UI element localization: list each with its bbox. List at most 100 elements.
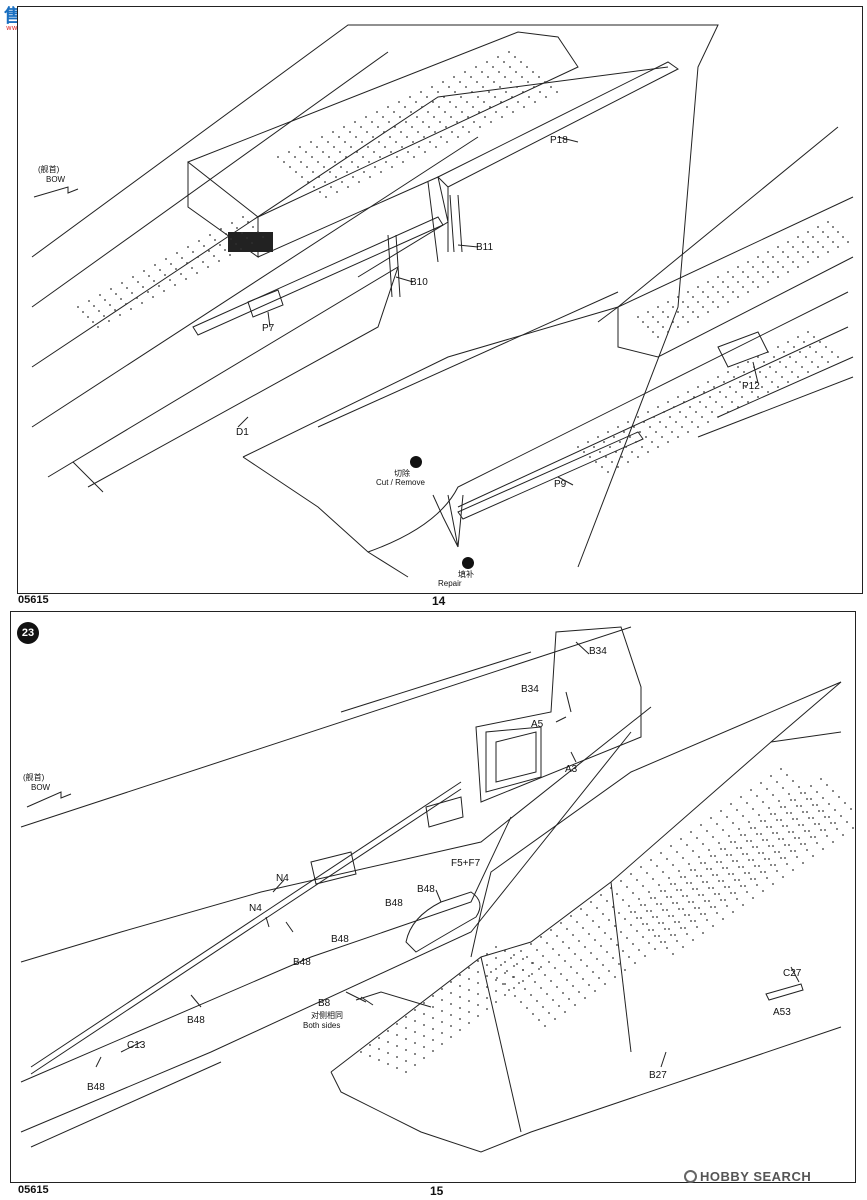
deck-rivet-dot: [754, 827, 756, 829]
deck-rivet-dot: [604, 932, 606, 934]
deck-rivet-dot: [672, 915, 674, 917]
deck-rivet-dot: [570, 915, 572, 917]
deck-rivet-dot: [794, 837, 796, 839]
deck-rivet-dot: [450, 1014, 452, 1016]
deck-rivet-dot: [198, 240, 200, 242]
deck-rivet-dot: [552, 948, 554, 950]
deck-rivet-dot: [130, 308, 132, 310]
deck-rivet-dot: [707, 281, 709, 283]
deck-rivet-dot: [354, 121, 356, 123]
deck-rivet-dot: [602, 964, 604, 966]
deck-rivet-dot: [731, 401, 733, 403]
deck-rivet-dot: [772, 271, 774, 273]
deck-rivet-dot: [698, 856, 700, 858]
deck-rivet-dot: [439, 121, 441, 123]
deck-rivet-dot: [736, 847, 738, 849]
hobbysearch-logo-icon: [684, 1170, 697, 1183]
deck-rivet-dot: [706, 881, 708, 883]
deck-rivet-dot: [576, 972, 578, 974]
deck-rivet-dot: [718, 842, 720, 844]
deck-rivet-dot: [652, 878, 654, 880]
part-label-b48-1: B48: [417, 884, 435, 895]
deck-rivet-dot: [499, 86, 501, 88]
deck-rivet-dot: [786, 825, 788, 827]
deck-rivet-dot: [687, 291, 689, 293]
deck-rivet-dot: [163, 290, 165, 292]
deck-rivet-dot: [540, 987, 542, 989]
deck-rivet-dot: [131, 292, 133, 294]
part-label-b10: B10: [410, 277, 428, 288]
deck-rivet-dot: [418, 146, 420, 148]
deck-rivet-dot: [528, 96, 530, 98]
deck-rivet-dot: [782, 838, 784, 840]
deck-rivet-dot: [548, 1012, 550, 1014]
deck-rivet-dot: [657, 406, 659, 408]
deck-rivet-dot: [757, 356, 759, 358]
deck-rivet-dot: [730, 854, 732, 856]
deck-rivet-dot: [819, 341, 821, 343]
deck-rivet-dot: [672, 321, 674, 323]
deck-rivet-dot: [532, 962, 534, 964]
deck-rivet-dot: [503, 61, 505, 63]
deck-rivet-dot: [807, 331, 809, 333]
deck-rivet-dot: [683, 401, 685, 403]
deck-rivet-dot: [719, 391, 721, 393]
deck-rivet-dot: [637, 456, 639, 458]
deck-rivet-dot: [738, 879, 740, 881]
deck-rivet-dot: [696, 888, 698, 890]
deck-rivet-dot: [459, 1018, 461, 1020]
deck-rivet-dot: [646, 923, 648, 925]
deck-rivet-dot: [798, 786, 800, 788]
deck-rivet-dot: [801, 366, 803, 368]
deck-rivet-dot: [450, 992, 452, 994]
deck-rivet-dot: [748, 859, 750, 861]
deck-rivet-dot: [545, 96, 547, 98]
deck-rivet-dot: [405, 1027, 407, 1029]
deck-rivet-dot: [810, 798, 812, 800]
deck-rivet-dot: [637, 316, 639, 318]
deck-rivet-dot: [187, 246, 189, 248]
deck-rivet-dot: [396, 1023, 398, 1025]
deck-rivet-dot: [526, 956, 528, 958]
deck-rivet-dot: [636, 930, 638, 932]
deck-rivet-dot: [207, 266, 209, 268]
deck-rivet-dot: [682, 301, 684, 303]
deck-rivet-dot: [494, 96, 496, 98]
deck-rivet-dot: [708, 887, 710, 889]
deck-rivet-dot: [576, 921, 578, 923]
deck-rivet-dot: [802, 811, 804, 813]
part-label-c13: C13: [127, 1040, 146, 1051]
deck-rivet-dot: [527, 81, 529, 83]
deck-rivet-dot: [624, 918, 626, 920]
deck-rivet-dot: [687, 306, 689, 308]
deck-rivet-dot: [506, 970, 508, 972]
deck-rivet-dot: [440, 136, 442, 138]
deck-rivet-dot: [510, 81, 512, 83]
deck-rivet-dot: [831, 351, 833, 353]
deck-rivet-dot: [108, 320, 110, 322]
deck-rivet-dot: [577, 446, 579, 448]
deck-rivet-dot: [752, 266, 754, 268]
deck-rivet-dot: [759, 371, 761, 373]
deck-rivet-dot: [468, 1000, 470, 1002]
deck-rivet-dot: [741, 396, 743, 398]
deck-rivet-dot: [680, 889, 682, 891]
deck-rivet-dot: [508, 989, 510, 991]
deck-rivet-dot: [814, 836, 816, 838]
part-label-b48-6: B48: [87, 1082, 105, 1093]
deck-rivet-dot: [395, 141, 397, 143]
deck-rivet-dot: [294, 156, 296, 158]
deck-rivet-dot: [558, 954, 560, 956]
deck-rivet-dot: [500, 964, 502, 966]
deck-rivet-dot: [652, 331, 654, 333]
deck-rivet-dot: [777, 261, 779, 263]
deck-rivet-dot: [757, 286, 759, 288]
deck-rivet-dot: [486, 953, 488, 955]
deck-rivet-dot: [696, 837, 698, 839]
deck-rivet-dot: [638, 949, 640, 951]
deck-rivet-dot: [631, 451, 633, 453]
deck-rivet-dot: [470, 76, 472, 78]
deck-rivet-dot: [654, 948, 656, 950]
deck-rivet-dot: [697, 316, 699, 318]
deck-rivet-dot: [768, 858, 770, 860]
